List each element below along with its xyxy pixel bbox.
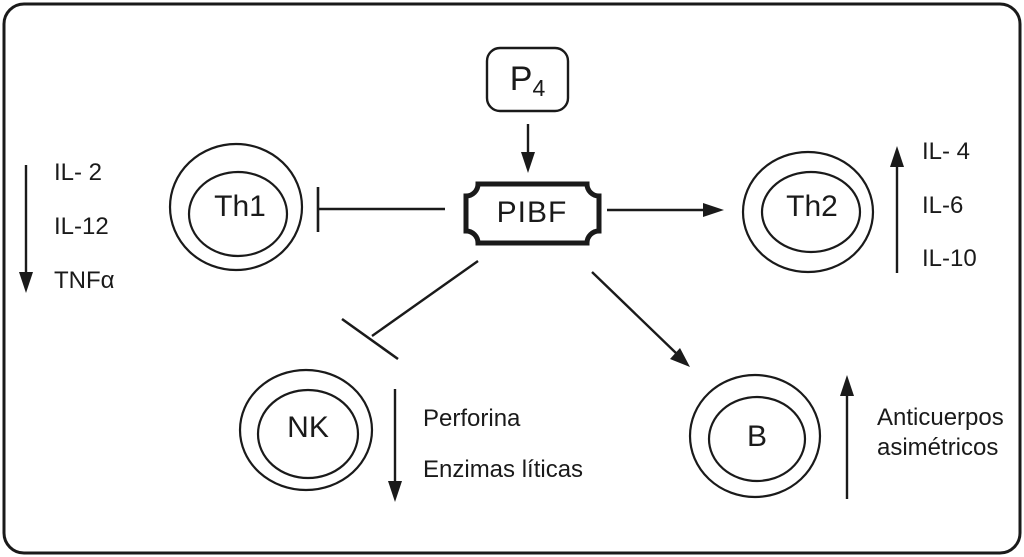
nk-mediator-perforin-label: Perforina [423, 405, 521, 432]
pibf-inhibits-th1-connector [316, 187, 445, 232]
th1-decrease-arrowhead [19, 272, 33, 293]
pibf-b-arrowhead [670, 348, 690, 367]
p4-to-pibf-arrowhead [521, 152, 535, 173]
pibf-th2-arrowhead [703, 203, 724, 217]
th1-node-label: Th1 [214, 190, 266, 223]
pibf-to-b-arrow-icon [591, 271, 690, 367]
nk-decrease-arrowhead [388, 481, 402, 502]
th2-cytokine-il4-label: IL- 4 [922, 138, 971, 165]
nk-node-label: NK [287, 411, 329, 444]
b-product-antibodies-label-line1: Anticuerpos [877, 404, 1004, 431]
th1-cell-inner [187, 170, 289, 258]
th2-cytokines-increase-arrow-icon [890, 146, 904, 273]
p4-subscript-text: 4 [532, 75, 546, 101]
nk-mediators-decrease-arrow-icon [388, 389, 402, 502]
th1-cell-outer [168, 142, 304, 272]
nk-cell-outer [238, 368, 374, 492]
pibf-b-line [591, 271, 678, 355]
th2-node-label: Th2 [786, 190, 838, 223]
pibf-node-label: PIBF [496, 196, 568, 229]
b-products-increase-arrow-icon [840, 375, 854, 499]
b-cell-outer [688, 373, 822, 499]
th1-cytokines-decrease-arrow-icon [19, 165, 33, 293]
th2-cell [741, 150, 875, 274]
pibf-nk-inhibition-bar [341, 317, 399, 361]
p4-main-text: P [509, 60, 533, 98]
pibf-nk-line [371, 260, 479, 337]
p4-box [485, 46, 570, 113]
pibf-to-th2-arrow-icon [607, 203, 724, 217]
th1-cytokine-tnfa-label: TNFα [54, 267, 115, 294]
th2-cytokine-il10-label: IL-10 [922, 245, 977, 272]
th1-cytokine-il12-label: IL-12 [54, 213, 109, 240]
nk-cell-inner [256, 388, 360, 480]
b-node-label: B [746, 420, 768, 453]
b-product-antibodies-label-line2: asimétricos [877, 434, 999, 461]
b-cell-inner [707, 395, 807, 483]
th2-cytokine-il6-label: IL-6 [922, 192, 964, 219]
th2-increase-arrowhead [890, 146, 904, 167]
th2-cell-inner [760, 170, 862, 254]
th1-cell [168, 142, 304, 272]
p4-to-pibf-arrow-icon [521, 124, 535, 173]
b-increase-arrowhead [840, 375, 854, 396]
p4-node-label: P 4 [487, 48, 568, 111]
th2-cell-outer [741, 150, 875, 274]
nk-cell [238, 368, 374, 492]
th1-cytokine-il2-label: IL- 2 [54, 159, 103, 186]
nk-mediator-lytic-enzymes-label: Enzimas líticas [423, 456, 584, 483]
b-cell [688, 373, 822, 499]
pibf-plaque [463, 181, 602, 246]
pibf-inhibits-nk-connector [341, 260, 479, 361]
